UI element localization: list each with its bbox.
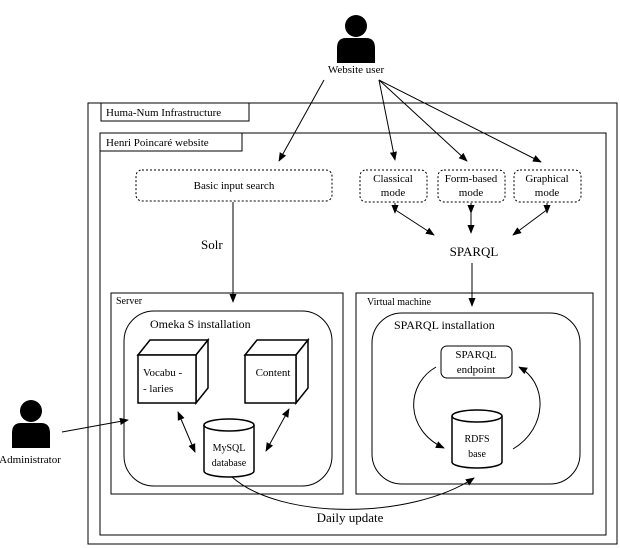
- content-mysql-arrow: [265, 408, 290, 452]
- infrastructure-frame: [87, 102, 618, 545]
- content-cube: [243, 337, 310, 406]
- daily-update-arrow: [231, 476, 475, 510]
- website-user-icon: [337, 15, 375, 63]
- administrator-label: Administrator: [0, 454, 61, 466]
- content-label: Content: [256, 367, 291, 379]
- mysql-label-1: MySQL: [213, 443, 246, 454]
- infrastructure-title-box: [100, 102, 250, 122]
- mysql-label-2: database: [212, 458, 247, 469]
- rdfs-label-2: base: [468, 449, 486, 460]
- server-frame: [110, 292, 344, 495]
- vocabularies-cube: [136, 337, 210, 406]
- rdfs-to-endpoint-arrow: [512, 366, 541, 450]
- basic-input-search-label: Basic input search: [194, 180, 275, 192]
- form-based-mode-label-2: mode: [459, 187, 484, 199]
- website-title: Henri Poincaré website: [106, 137, 209, 149]
- graphical-mode-label-1: Graphical: [525, 173, 568, 185]
- sparql-installation-box: [371, 312, 581, 485]
- sparql-endpoint-label-1: SPARQL: [455, 349, 496, 361]
- daily-update-label: Daily update: [317, 510, 384, 525]
- omeka-installation-box: [123, 310, 333, 487]
- virtual-machine-label: Virtual machine: [367, 297, 432, 308]
- classical-mode-label-2: mode: [381, 187, 406, 199]
- administrator-icon: [12, 400, 50, 448]
- server-label: Server: [116, 296, 143, 307]
- virtual-machine-frame: [355, 292, 594, 495]
- rdfs-label-1: RDFS: [464, 434, 489, 445]
- classical-mode-label-1: Classical: [373, 173, 413, 185]
- classical-mode-to-sparql-arrow: [393, 208, 435, 236]
- endpoint-to-rdfs-arrow: [413, 366, 445, 449]
- classical-mode-box: [359, 169, 428, 203]
- omeka-installation-title: Omeka S installation: [150, 317, 251, 331]
- solr-label: Solr: [201, 237, 223, 252]
- form-based-mode-box: [437, 169, 506, 203]
- graphical-mode-box: [513, 169, 582, 203]
- sparql-label: SPARQL: [450, 244, 499, 259]
- website-title-box: [99, 132, 243, 152]
- vocabularies-label-1: Vocabu -: [143, 367, 183, 379]
- rdfs-base-cylinder: [451, 409, 503, 469]
- sparql-endpoint-label-2: endpoint: [457, 364, 496, 376]
- graphical-mode-to-sparql-arrow: [512, 208, 549, 236]
- basic-input-search-box: [135, 169, 333, 202]
- user-to-graphical-arrow: [378, 79, 542, 163]
- admin-to-omeka-arrow: [61, 417, 129, 433]
- user-to-classical-arrow: [378, 79, 397, 161]
- user-to-basic-search-arrow: [278, 79, 325, 162]
- website-user-label: Website user: [328, 64, 385, 76]
- user-to-form-based-arrow: [378, 79, 468, 162]
- graphical-mode-label-2: mode: [535, 187, 560, 199]
- sparql-endpoint-box: [440, 345, 513, 379]
- mysql-database-cylinder: [203, 418, 255, 478]
- infrastructure-title: Huma-Num Infrastructure: [106, 107, 221, 119]
- vocabularies-label-2: - laries: [143, 383, 173, 395]
- form-based-mode-label-1: Form-based: [445, 173, 498, 185]
- vocabularies-mysql-arrow: [177, 411, 196, 453]
- website-frame: [99, 132, 607, 536]
- sparql-installation-title: SPARQL installation: [394, 318, 495, 332]
